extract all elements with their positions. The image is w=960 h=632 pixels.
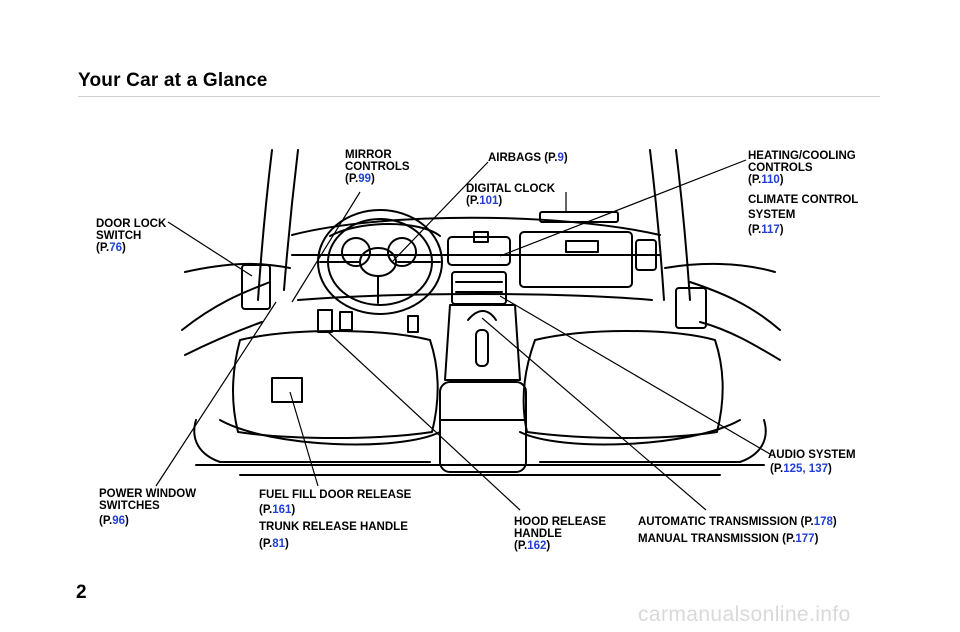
airbags-leader [391,161,489,263]
watermark: carmanualsonline.info [638,603,851,626]
power-window-page-link[interactable]: 96 [112,515,126,527]
transmission-leader [481,317,707,511]
audio-system-label: AUDIO SYSTEM (P.125, 137) [768,449,856,475]
trunk-release-label: TRUNK RELEASE HANDLE (P.81) [259,521,408,550]
automatic-transmission-label: AUTOMATIC TRANSMISSION (P.178) [638,516,837,528]
airbags-label: AIRBAGS (P.9) [488,152,568,164]
clock-page-link[interactable]: 101 [479,195,499,207]
trunk-page-link[interactable]: 81 [272,538,286,550]
fuel-leader [289,391,319,487]
climate-page-link[interactable]: 117 [761,224,780,236]
manual-transmission-label: MANUAL TRANSMISSION (P.177) [638,533,819,545]
power-window-label: POWER WINDOW SWITCHES (P.96) [99,488,197,527]
hood-release-label: HOOD RELEASE HANDLE (P.162) [514,516,607,552]
page-title: Your Car at a Glance [78,70,268,91]
auto-trans-page-link[interactable]: 178 [813,516,833,528]
power-window-leader [155,301,277,487]
climate-control-label: CLIMATE CONTROL SYSTEM (P.117) [748,194,859,236]
mirror-page-link[interactable]: 99 [358,173,372,185]
manual-trans-page-link[interactable]: 177 [795,533,815,545]
audio-page-link-1[interactable]: 125 [783,463,803,475]
fuel-fill-label: FUEL FILL DOOR RELEASE (P.161) [259,489,412,516]
fuel-fill-page-link[interactable]: 161 [272,504,292,516]
mirror-leader [291,191,361,303]
airbags-page-link[interactable]: 9 [557,152,564,164]
page-number: 2 [76,582,87,603]
door-lock-page-link[interactable]: 76 [109,242,123,254]
door-lock-label: DOOR LOCK SWITCH (P.76) [96,218,167,254]
digital-clock-label: DIGITAL CLOCK (P.101) [466,183,556,207]
audio-page-link-2[interactable]: 137 [808,463,828,475]
audio-leader [499,295,771,455]
heating-leader [499,159,747,257]
hood-page-link[interactable]: 162 [527,540,547,552]
title-rule [78,96,880,97]
door-lock-leader [167,221,253,277]
hood-leader [327,331,521,511]
mirror-controls-label: MIRROR CONTROLS (P.99) [345,149,410,185]
heating-page-link[interactable]: 110 [761,174,780,186]
heating-cooling-label: HEATING/COOLING CONTROLS (P.110) [748,150,856,186]
